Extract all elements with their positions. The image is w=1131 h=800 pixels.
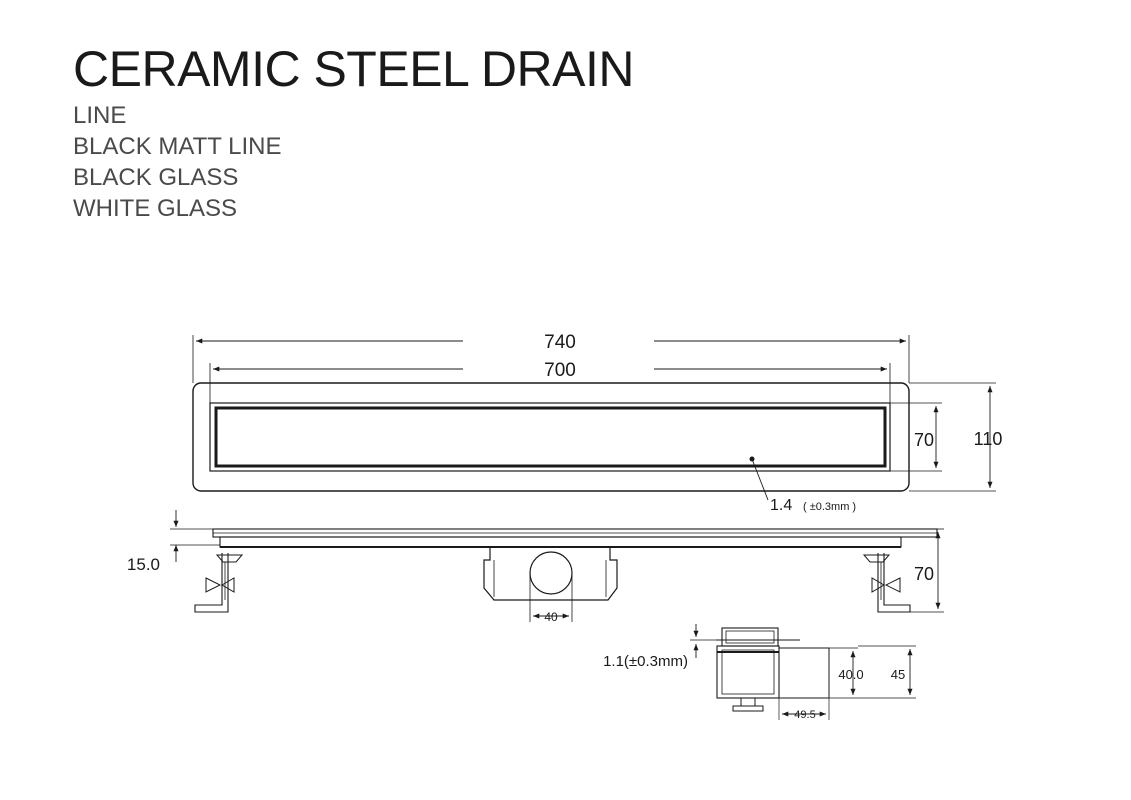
right-wingnut: [862, 554, 891, 563]
page-title: CERAMIC STEEL DRAIN: [73, 41, 634, 97]
cross-section: [690, 624, 916, 720]
dim-49-5-label: 49.5: [794, 709, 815, 721]
section-screw: [740, 697, 756, 707]
section-channel: [716, 645, 780, 699]
variant-item: LINE: [73, 102, 127, 129]
grate-outline: [209, 402, 891, 472]
right-butterfly: [871, 577, 901, 593]
sheet-thickness-label: 1.1(±0.3mm): [603, 653, 688, 670]
dim-45-label: 45: [891, 667, 905, 682]
section-channel-inner: [721, 649, 775, 695]
dim-70-side-label: 70: [914, 564, 934, 584]
thickness-label: 1.4: [770, 497, 792, 514]
channel-body: [219, 536, 902, 548]
left-butterfly: [205, 577, 235, 593]
variant-item: BLACK GLASS: [73, 164, 239, 191]
right-foot: [877, 553, 911, 613]
side-view: [170, 510, 944, 622]
variant-item: BLACK MATT LINE: [73, 133, 282, 160]
dim-40-label: 40: [544, 610, 558, 624]
dim-110-label: 110: [974, 429, 1003, 449]
left-foot: [194, 553, 229, 613]
outlet-pipe: [529, 551, 573, 595]
top-view: [192, 335, 996, 501]
variant-item: WHITE GLASS: [73, 195, 238, 222]
variant-list: LINE BLACK MATT LINE BLACK GLASS WHITE G…: [73, 100, 282, 224]
left-wingnut: [215, 554, 244, 563]
dim-70-label: 70: [914, 430, 934, 450]
dim-15-label: 15.0: [127, 555, 160, 574]
section-grate-inner: [725, 630, 775, 644]
grate-inner: [214, 406, 887, 468]
thickness-tolerance: ( ±0.3mm ): [803, 501, 856, 513]
outer-flange: [192, 382, 910, 492]
section-screw-base: [732, 705, 764, 712]
dim-40-0-label: 40.0: [838, 667, 863, 682]
dim-700-label: 700: [544, 360, 576, 381]
dim-740-label: 740: [544, 332, 576, 353]
sump-body: [483, 547, 618, 601]
leader-line: [751, 458, 769, 501]
section-outlet: [778, 647, 830, 699]
